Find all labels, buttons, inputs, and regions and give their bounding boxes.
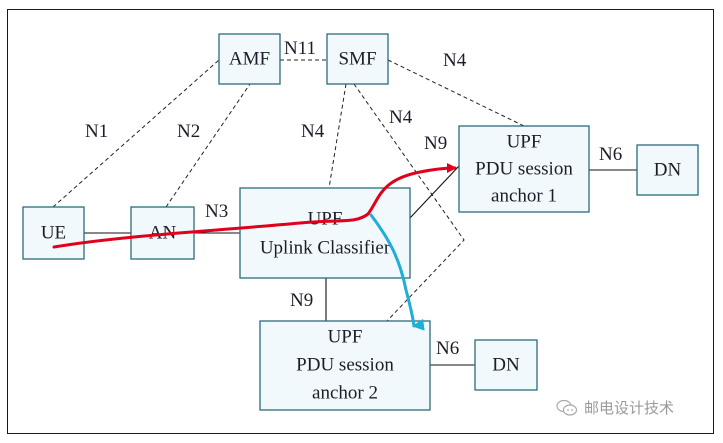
interface-label-n6-a1: N6 xyxy=(599,144,622,165)
interface-label-n1: N1 xyxy=(85,121,108,142)
node-upf-a2-line-1: UPF xyxy=(328,326,363,347)
node-upf-a2-line-2: PDU session xyxy=(296,354,394,375)
interface-label-n4-a1: N4 xyxy=(443,50,467,71)
node-an-label: AN xyxy=(149,222,177,243)
node-upf-anchor-2[interactable]: UPF PDU session anchor 2 xyxy=(259,320,431,411)
node-amf[interactable]: AMF xyxy=(218,33,281,85)
link-smf-upf-a2-n4 xyxy=(353,83,465,322)
node-smf-label: SMF xyxy=(338,48,376,69)
interface-label-n9-a2: N9 xyxy=(290,290,313,311)
node-dn-1-label: DN xyxy=(654,159,682,180)
node-dn-2[interactable]: DN xyxy=(474,339,538,391)
node-ue-label: UE xyxy=(41,222,66,243)
interface-label-n11: N11 xyxy=(284,38,316,59)
flow-arrow-to-anchor-1 xyxy=(52,163,457,249)
interface-label-n3: N3 xyxy=(205,201,228,222)
node-dn-1[interactable]: DN xyxy=(636,144,699,196)
diagram-frame xyxy=(7,9,714,434)
flow-arrow-to-anchor-2 xyxy=(369,213,425,331)
watermark: 邮电设计技术 xyxy=(556,397,674,418)
node-upf-a1-line-3: anchor 1 xyxy=(491,185,557,206)
link-an-amf-n2 xyxy=(165,83,251,208)
node-upf-a1-line-1: UPF xyxy=(507,131,542,152)
node-upf-uplink-classifier[interactable]: UPF Uplink Classifier xyxy=(239,187,411,279)
watermark-text: 邮电设计技术 xyxy=(584,399,675,417)
interface-label-n4-a2: N4 xyxy=(389,107,413,128)
interface-label-n6-a2: N6 xyxy=(436,338,459,359)
link-smf-upf-ul-n4 xyxy=(328,83,347,189)
node-upf-a2-line-3: anchor 2 xyxy=(312,382,378,403)
node-upf-ul-line-1: UPF xyxy=(308,208,343,229)
node-upf-anchor-1[interactable]: UPF PDU session anchor 1 xyxy=(458,125,590,213)
interface-label-n2: N2 xyxy=(177,121,200,142)
node-upf-ul-line-2: Uplink Classifier xyxy=(260,237,391,258)
link-upf-ul-upf-a1-n9 xyxy=(409,165,460,219)
link-ue-amf-n1 xyxy=(52,59,220,208)
interface-label-n4-ul: N4 xyxy=(301,121,325,142)
node-ue[interactable]: UE xyxy=(22,206,85,260)
node-smf[interactable]: SMF xyxy=(326,33,389,85)
node-amf-label: AMF xyxy=(229,48,270,69)
node-dn-2-label: DN xyxy=(492,354,520,375)
interface-label-n9-a1: N9 xyxy=(424,133,447,154)
node-upf-a1-line-2: PDU session xyxy=(475,158,573,179)
wechat-icon xyxy=(556,399,578,416)
